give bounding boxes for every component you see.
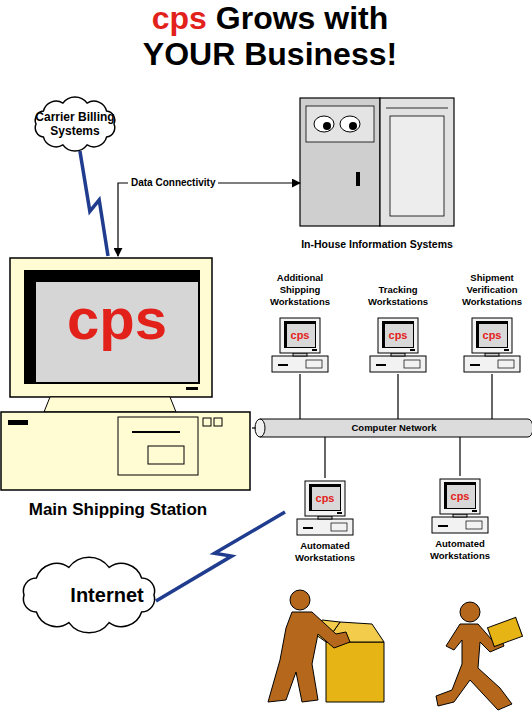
cabinet-panel xyxy=(306,106,374,142)
monitor-case xyxy=(10,258,212,397)
connector-line xyxy=(491,374,492,419)
cabinet-handle xyxy=(356,172,360,186)
monitor-screen xyxy=(36,282,198,382)
runner-with-package xyxy=(436,602,523,710)
lightning-link xyxy=(80,151,108,256)
pipe-end xyxy=(255,419,265,437)
connector-line xyxy=(118,183,300,256)
reel-hub xyxy=(323,122,331,130)
drive-slot xyxy=(132,431,180,433)
main-station-node: cpsMain Shipping Station xyxy=(0,256,252,522)
node-label: Additional Shipping Workstations xyxy=(260,272,340,308)
page-title: cps Grows with YOUR Business! xyxy=(120,0,420,72)
node-label: Carrier Billing Systems xyxy=(30,92,120,156)
logo-text: cps xyxy=(358,328,438,342)
node-label: Tracking Workstations xyxy=(358,284,438,308)
button xyxy=(214,418,222,426)
connector-line xyxy=(299,374,300,419)
drive-bay xyxy=(118,417,198,475)
node-label: Computer Network xyxy=(256,419,532,437)
cabinet-trim xyxy=(386,108,448,109)
person-body xyxy=(268,612,350,702)
connector-line xyxy=(252,427,256,428)
workstation-computer xyxy=(297,481,353,535)
cabinet xyxy=(300,98,380,226)
node-label: Automated Workstations xyxy=(420,538,500,562)
workstation-computer xyxy=(272,318,328,372)
logo-text: cps xyxy=(260,328,340,342)
node-label: Automated Workstations xyxy=(285,540,365,564)
title-part: cps xyxy=(152,0,207,36)
node-label: Internet xyxy=(54,556,160,634)
node-label: In-House Information Systems xyxy=(292,238,462,251)
logo-text: cps xyxy=(452,328,532,342)
button xyxy=(203,418,211,426)
workstation-computer xyxy=(464,318,520,372)
box xyxy=(326,642,384,702)
workstation-node: Additional Shipping Workstations cps xyxy=(260,270,340,374)
workstation-node: cpsAutomated Workstations xyxy=(285,478,365,568)
tape-reel xyxy=(314,116,334,132)
node-label: Shipment Verification Workstations xyxy=(452,272,532,308)
connector-line xyxy=(397,374,398,419)
workstation-node: Tracking Workstations cps xyxy=(358,270,438,374)
workstation-node: cpsAutomated Workstations xyxy=(420,476,500,566)
logo-text: cps xyxy=(36,289,198,349)
lightning-link xyxy=(156,512,285,601)
workstation-computer xyxy=(370,318,426,372)
drive-door xyxy=(148,446,184,464)
mainframe-illustration xyxy=(300,98,454,226)
node-label: Main Shipping Station xyxy=(0,500,236,520)
logo-text: cps xyxy=(420,489,500,503)
logo-text: cps xyxy=(285,491,365,505)
network-band: Computer Network xyxy=(256,419,532,437)
worker-with-box xyxy=(268,590,384,702)
system-unit xyxy=(1,412,250,490)
package xyxy=(487,617,522,646)
drive-slot xyxy=(8,420,28,425)
connector-line xyxy=(324,437,325,478)
cloud-node: Carrier Billing Systems xyxy=(26,92,124,156)
tape-reel xyxy=(340,116,360,132)
person-head xyxy=(290,590,310,610)
person-head xyxy=(460,602,480,622)
network-pipe xyxy=(255,419,532,437)
mainframe-node: In-House Information Systems xyxy=(300,96,454,252)
cabinet xyxy=(380,98,454,226)
workstation-node: Shipment Verification Workstations cps xyxy=(452,270,532,374)
power-light xyxy=(186,387,198,390)
cabinet-door xyxy=(390,116,444,216)
cloud-node: Internet xyxy=(14,556,164,634)
monitor-bezel xyxy=(24,270,200,384)
connector-line xyxy=(459,437,460,476)
main-computer-illustration xyxy=(1,258,250,490)
monitor-stand xyxy=(44,397,176,412)
reel-hub xyxy=(349,122,357,130)
connector-label: Data Connectivity xyxy=(128,176,218,190)
workstation-computer xyxy=(432,479,488,533)
